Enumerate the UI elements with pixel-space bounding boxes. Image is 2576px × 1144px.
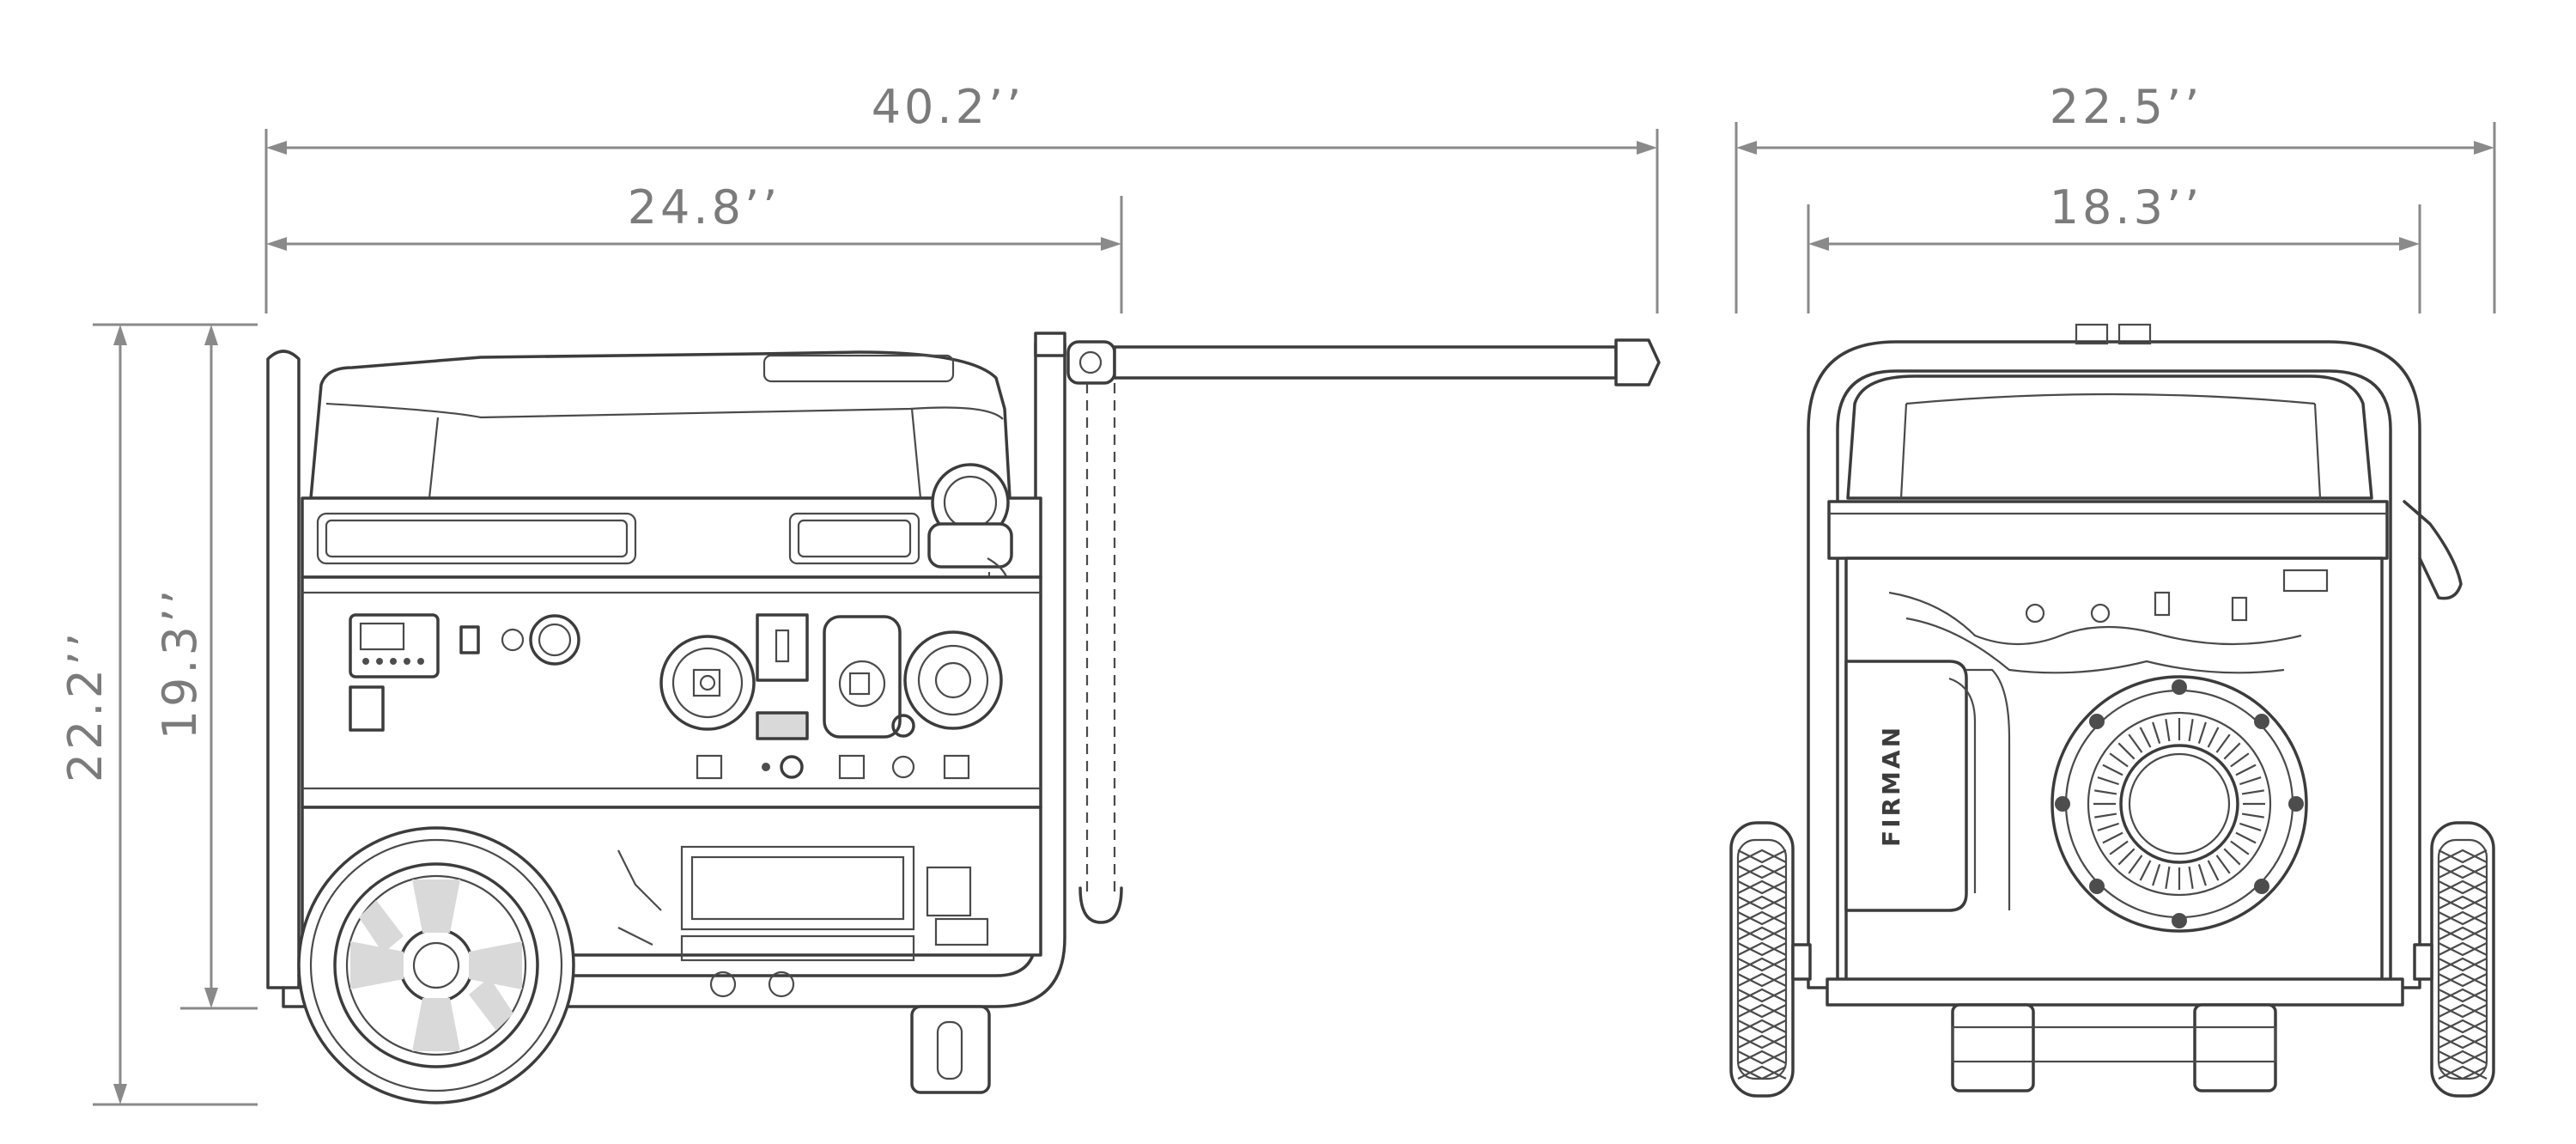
label-side-frame-height: 19.3’’ bbox=[153, 587, 207, 740]
dimension-side-total-length: 40.2’’ bbox=[264, 80, 1659, 313]
label-side-total-height: 22.2’’ bbox=[58, 630, 112, 783]
outlet-120v-left-icon bbox=[659, 635, 756, 731]
front-panel-band bbox=[1827, 500, 2389, 560]
gfci-outlet-icon bbox=[756, 613, 902, 739]
dc-outlet-icon bbox=[501, 614, 580, 666]
label-side-body-length: 24.8’’ bbox=[628, 180, 781, 234]
dimension-front-total-width: 22.5’’ bbox=[1735, 80, 2496, 313]
digital-meter-icon bbox=[349, 613, 440, 678]
twist-lock-outlet-icon bbox=[927, 463, 1013, 603]
breaker-switch-icon bbox=[459, 625, 480, 654]
usb-module-icon bbox=[756, 711, 809, 740]
dimension-side-frame-height: 19.3’’ bbox=[153, 323, 258, 1010]
side-handle bbox=[1034, 332, 1661, 924]
side-fuel-tank bbox=[309, 350, 1012, 500]
front-fuel-tank bbox=[1846, 374, 2373, 500]
front-foot-right bbox=[2193, 1003, 2277, 1092]
recoil-starter bbox=[2050, 675, 2308, 933]
generator-side-view bbox=[266, 332, 1661, 1104]
engine-switch-icon bbox=[349, 685, 385, 732]
side-rear-frame-tube bbox=[266, 350, 301, 989]
front-foot-left bbox=[1951, 1003, 2035, 1092]
side-foot-pad bbox=[910, 1005, 991, 1094]
label-front-total-width: 22.5’’ bbox=[2050, 80, 2203, 134]
dimension-side-total-height: 22.2’’ bbox=[58, 323, 258, 1106]
dimension-annotations: 40.2’’ 24.8’’ 22.2’’ 19.3’’ bbox=[58, 80, 2496, 1106]
label-side-total-length: 40.2’’ bbox=[872, 80, 1025, 134]
dimension-side-body-length: 24.8’’ bbox=[266, 180, 1123, 313]
label-front-frame-width: 18.3’’ bbox=[2050, 180, 2203, 234]
side-frame-bottom-tube bbox=[282, 342, 1066, 1008]
brand-label: FIRMAN bbox=[1877, 725, 1905, 847]
front-frame-tube bbox=[1807, 340, 2421, 989]
front-base-plate bbox=[1826, 977, 2404, 1007]
outlet-120v-right-icon bbox=[903, 630, 1003, 730]
generator-front-view: FIRMAN bbox=[1729, 323, 2495, 1098]
dimension-front-frame-width: 18.3’’ bbox=[1807, 180, 2421, 313]
side-wheel bbox=[297, 826, 575, 1104]
front-airbox: FIRMAN bbox=[1844, 660, 2011, 912]
